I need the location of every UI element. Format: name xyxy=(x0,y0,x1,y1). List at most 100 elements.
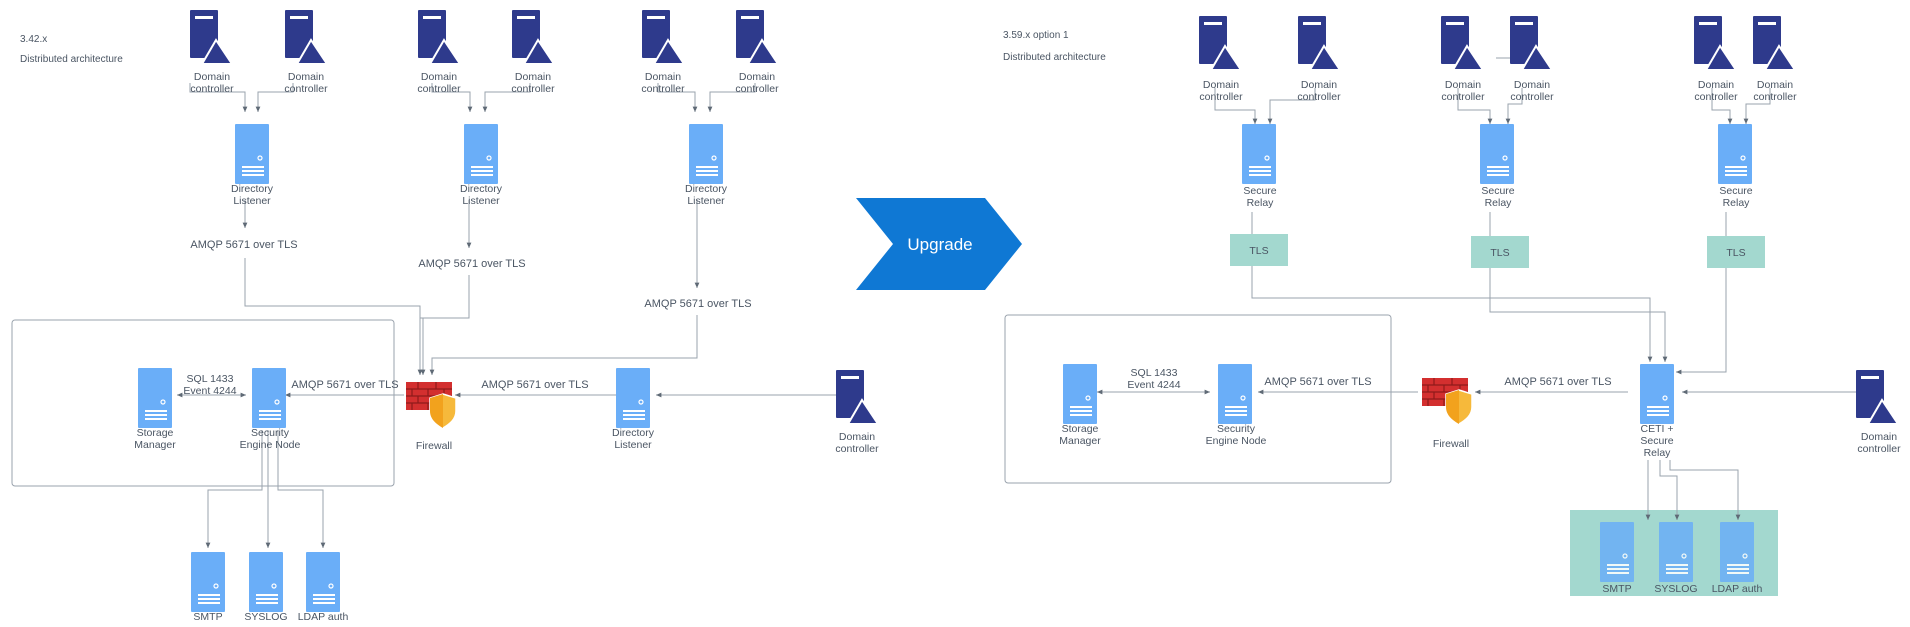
server-icon xyxy=(251,367,287,429)
svg-text:controller: controller xyxy=(511,83,555,95)
firewall-icon xyxy=(1421,377,1473,425)
domain-controller-icon xyxy=(735,9,779,65)
left-version-label: 3.42.x xyxy=(20,34,47,45)
svg-text:Domain: Domain xyxy=(421,71,457,83)
right-tls-badge-3: TLS xyxy=(1707,236,1765,268)
svg-text:Directory: Directory xyxy=(612,427,655,439)
left-amqp-label-4: AMQP 5671 over TLS xyxy=(291,379,398,391)
svg-text:controller: controller xyxy=(1297,91,1341,103)
upgrade-label: Upgrade xyxy=(907,235,972,254)
left-firewall: Firewall xyxy=(405,381,457,452)
svg-text:controller: controller xyxy=(835,443,879,455)
server-icon xyxy=(1719,521,1755,583)
domain-controller-icon xyxy=(511,9,555,65)
server-icon xyxy=(305,551,341,613)
server-icon xyxy=(1639,363,1675,425)
svg-text:Engine Node: Engine Node xyxy=(1206,435,1267,447)
right-core-boundary xyxy=(1004,314,1392,484)
right-syslog: SYSLOG xyxy=(1654,521,1698,595)
server-icon xyxy=(137,367,173,429)
upgrade-arrow: Upgrade xyxy=(856,198,1022,290)
svg-text:Domain: Domain xyxy=(515,71,551,83)
svg-text:controller: controller xyxy=(1857,443,1901,455)
svg-text:Directory: Directory xyxy=(685,183,728,195)
domain-controller-icon xyxy=(1693,15,1737,71)
svg-text:controller: controller xyxy=(1441,91,1485,103)
svg-text:Domain: Domain xyxy=(1203,79,1239,91)
svg-text:TLS: TLS xyxy=(1249,245,1268,257)
svg-text:Listener: Listener xyxy=(233,195,271,207)
svg-text:Directory: Directory xyxy=(231,183,274,195)
right-tls-badge-2: TLS xyxy=(1471,236,1529,268)
domain-controller-icon xyxy=(189,9,233,65)
server-icon xyxy=(1599,521,1635,583)
domain-controller-icon xyxy=(1198,15,1242,71)
right-ldap: LDAP auth xyxy=(1712,521,1763,595)
right-amqp-label-2: AMQP 5671 over TLS xyxy=(1504,376,1611,388)
svg-text:Domain: Domain xyxy=(1514,79,1550,91)
chevron-arrow-icon xyxy=(856,198,1022,290)
svg-text:Listener: Listener xyxy=(614,439,652,451)
svg-text:controller: controller xyxy=(1510,91,1554,103)
server-icon xyxy=(1241,123,1277,185)
svg-text:Security: Security xyxy=(251,427,290,439)
svg-text:Manager: Manager xyxy=(134,439,176,451)
svg-text:Domain: Domain xyxy=(1757,79,1793,91)
server-icon xyxy=(248,551,284,613)
svg-text:Secure: Secure xyxy=(1481,185,1514,197)
svg-text:Storage: Storage xyxy=(137,427,174,439)
svg-text:Relay: Relay xyxy=(1723,197,1751,209)
svg-text:Firewall: Firewall xyxy=(416,440,452,452)
server-icon xyxy=(1062,363,1098,425)
svg-text:Secure: Secure xyxy=(1243,185,1276,197)
svg-text:Domain: Domain xyxy=(288,71,324,83)
svg-text:SYSLOG: SYSLOG xyxy=(244,611,287,623)
svg-text:SMTP: SMTP xyxy=(1602,583,1631,595)
svg-text:Security: Security xyxy=(1217,423,1256,435)
server-icon xyxy=(688,123,724,185)
server-icon xyxy=(615,367,651,429)
svg-text:controller: controller xyxy=(1694,91,1738,103)
svg-text:controller: controller xyxy=(417,83,461,95)
left-amqp-label-3: AMQP 5671 over TLS xyxy=(644,298,751,310)
domain-controller-icon xyxy=(641,9,685,65)
server-icon xyxy=(190,551,226,613)
svg-text:LDAP auth: LDAP auth xyxy=(1712,583,1763,595)
svg-text:controller: controller xyxy=(190,83,234,95)
domain-controller-icon xyxy=(1752,15,1796,71)
domain-controller-icon xyxy=(1509,15,1553,71)
server-icon xyxy=(1717,123,1753,185)
svg-text:Listener: Listener xyxy=(687,195,725,207)
svg-text:controller: controller xyxy=(641,83,685,95)
svg-text:Engine Node: Engine Node xyxy=(240,439,301,451)
svg-text:Secure: Secure xyxy=(1640,435,1673,447)
svg-text:controller: controller xyxy=(1199,91,1243,103)
svg-text:Domain: Domain xyxy=(1301,79,1337,91)
svg-text:Domain: Domain xyxy=(839,431,875,443)
svg-text:Domain: Domain xyxy=(1861,431,1897,443)
left-amqp-label-1: AMQP 5671 over TLS xyxy=(190,239,297,251)
svg-text:TLS: TLS xyxy=(1490,247,1509,259)
svg-text:SYSLOG: SYSLOG xyxy=(1654,583,1697,595)
server-icon xyxy=(1217,363,1253,425)
firewall-icon xyxy=(405,381,457,429)
right-tls-badge-1: TLS xyxy=(1230,234,1288,266)
svg-text:Domain: Domain xyxy=(1445,79,1481,91)
right-firewall: Firewall xyxy=(1421,377,1473,450)
server-icon xyxy=(1658,521,1694,583)
right-smtp: SMTP xyxy=(1599,521,1635,595)
svg-text:LDAP auth: LDAP auth xyxy=(298,611,349,623)
